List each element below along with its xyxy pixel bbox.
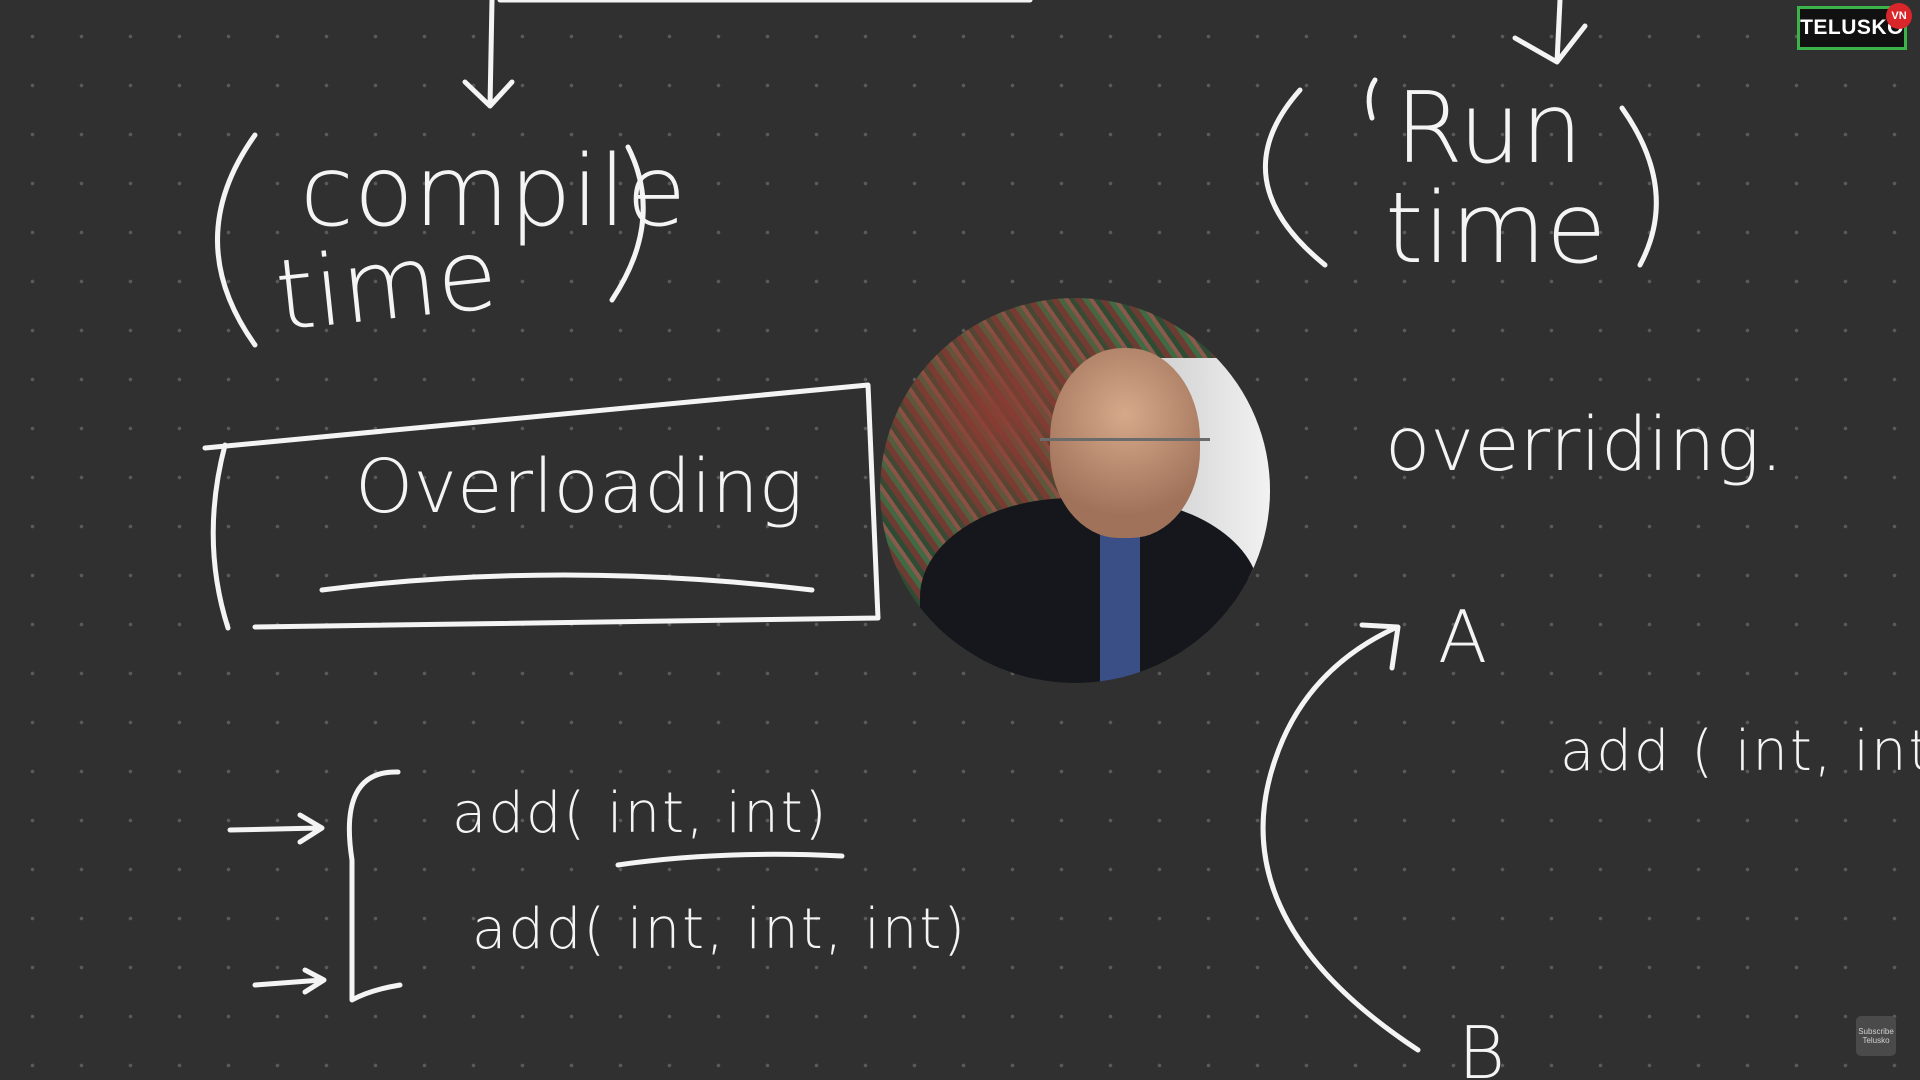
presenter-head (1050, 348, 1200, 538)
overriding-text: overriding. (1385, 402, 1783, 488)
inheritance-arc (1260, 625, 1421, 1053)
run-text-underline-hook (1366, 77, 1378, 121)
logo-text: TELUSKO (1800, 16, 1904, 39)
overloading-underline (319, 572, 815, 593)
run-time-close-paren (1619, 105, 1659, 268)
run-text: Run (1395, 72, 1583, 186)
overridden-method: add ( int, int) (1560, 719, 1920, 784)
presenter-webcam (880, 298, 1270, 683)
presenter-shirt (1100, 528, 1140, 683)
class-a-label: A (1438, 595, 1487, 679)
method-brace (346, 769, 403, 1003)
arrow-to-compile-time (462, 0, 515, 109)
class-b-label: B (1458, 1011, 1505, 1080)
compile-time-text: time (271, 217, 503, 354)
run-time-text: time (1385, 172, 1606, 286)
overloaded-method-one: add( int, int) (452, 781, 829, 846)
run-time-open-paren (1262, 87, 1328, 268)
arrow-to-run-time (1512, 0, 1588, 65)
arrow-method-one (227, 812, 325, 845)
method-one-underline (615, 851, 845, 868)
subscribe-watermark[interactable]: Subscribe Telusko (1856, 1016, 1896, 1056)
logo-badge: VN (1886, 3, 1912, 29)
compile-text: compile (300, 135, 686, 249)
compile-time-open-paren (215, 132, 258, 348)
subscribe-label: Subscribe (1858, 1027, 1894, 1036)
arrow-method-two (252, 967, 327, 995)
inheritance-arrowhead (1359, 622, 1401, 671)
overloaded-method-two: add( int, int, int) (472, 897, 967, 962)
presenter-glasses (1040, 438, 1210, 471)
subscribe-channel: Telusko (1862, 1036, 1890, 1045)
overloading-text: Overloading (355, 444, 803, 530)
overloading-box (202, 382, 881, 631)
channel-logo[interactable]: TELUSKO VN (1797, 3, 1912, 50)
compile-time-close-paren (609, 144, 646, 303)
